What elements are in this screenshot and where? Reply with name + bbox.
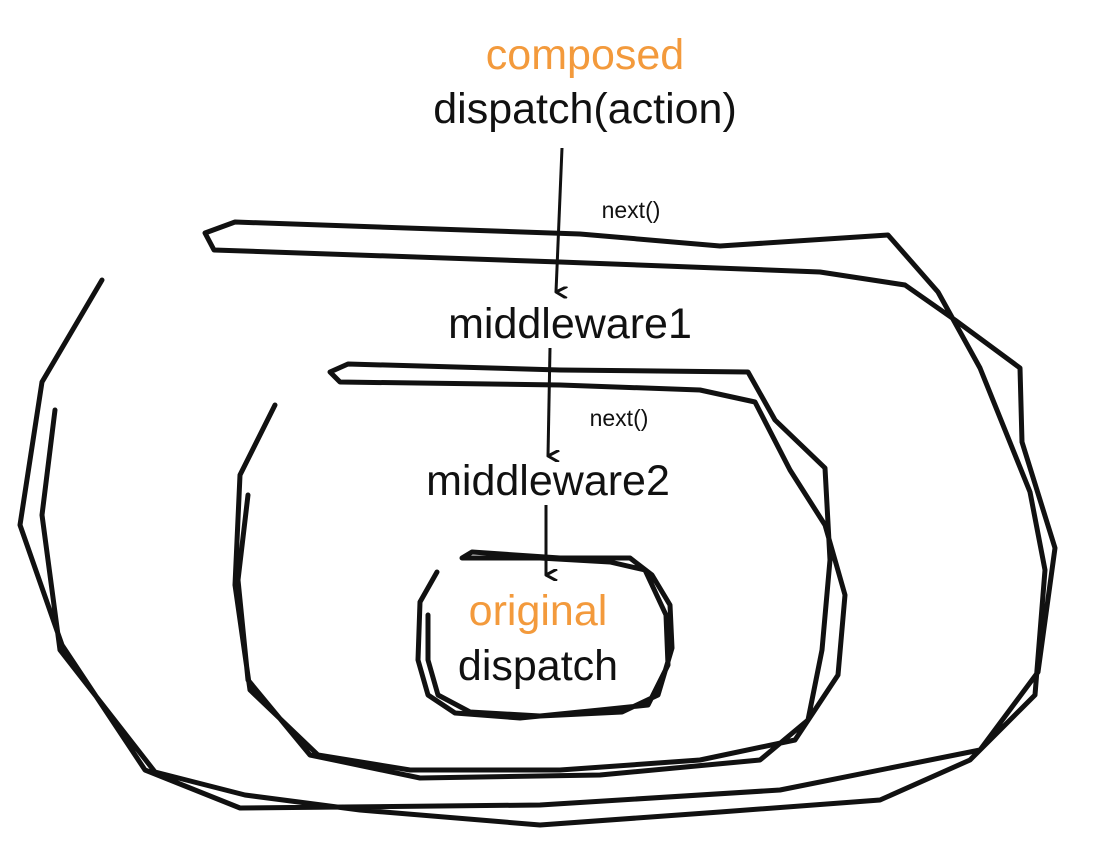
middleware1-label: middleware1 — [448, 300, 692, 348]
arrow-dispatch-to-middleware1 — [556, 147, 562, 292]
middleware2-label: middleware2 — [426, 457, 670, 505]
inner-layer-scribble — [415, 549, 675, 721]
composed-label: composed — [485, 31, 685, 79]
outer-layer-scribble — [17, 219, 1058, 828]
arrow-middleware1-to-middleware2 — [548, 347, 550, 456]
next-label-2: next() — [589, 405, 649, 431]
middle-layer-scribble — [232, 361, 848, 781]
dispatch-action-label: dispatch(action) — [433, 85, 737, 133]
dispatch-label: dispatch — [457, 642, 619, 690]
original-label: original — [468, 587, 608, 635]
next-label-1: next() — [601, 197, 661, 223]
